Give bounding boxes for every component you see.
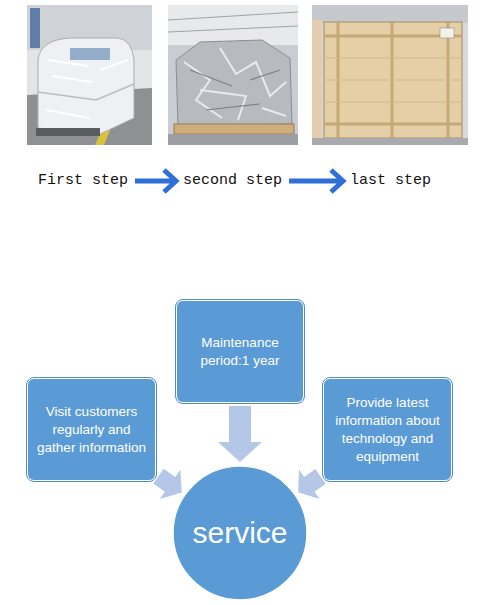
photo-foil-wrap [168,5,298,145]
machine-base [36,128,100,136]
door [30,8,40,48]
chevron-arrow [135,170,176,192]
foil-crinkle [184,48,286,120]
photo-background [27,5,152,145]
step-caption: second step [183,170,282,192]
step-label: last step [350,170,431,192]
service-box: Provide latest information about technol… [323,378,452,481]
wrap-seam [38,84,134,100]
ground [312,138,468,145]
wrapped-machine [38,38,134,136]
ceiling [312,5,468,23]
service-circle: service [172,465,308,601]
chevron-arrow [289,170,343,192]
building [168,5,298,45]
photo-wooden-crate [312,5,468,145]
film-sheen [46,60,128,118]
side-crate [312,20,322,140]
node-text: service [192,516,287,550]
service-box: Visit customers regularly and gather inf… [27,378,156,481]
step-caption: last step [350,170,431,192]
step-caption: First step [38,170,128,192]
pallet [174,124,294,134]
photo-film-wrap [27,5,152,145]
block-arrow [218,406,262,462]
circle-shape [173,466,307,600]
foil-block [176,40,292,126]
node-text: Maintenance period:1 year [186,334,294,370]
foil-shadow [190,70,280,110]
crate-planks [324,58,462,102]
node-text: Visit customers regularly and gather inf… [37,403,146,457]
machine-window [70,48,110,60]
ground [168,134,298,145]
photo-background [312,5,468,145]
node-text: Provide latest information about technol… [333,394,442,466]
step-label: second step [183,170,282,192]
crate [324,22,462,138]
building-lines [168,12,298,32]
block-arrow [153,469,181,499]
service-box: Maintenance period:1 year [176,300,304,403]
block-arrow [298,469,326,499]
step-label: First step [38,170,128,192]
photo-background [168,5,298,145]
crate-sticker [440,28,454,38]
crate-battens [324,22,462,138]
